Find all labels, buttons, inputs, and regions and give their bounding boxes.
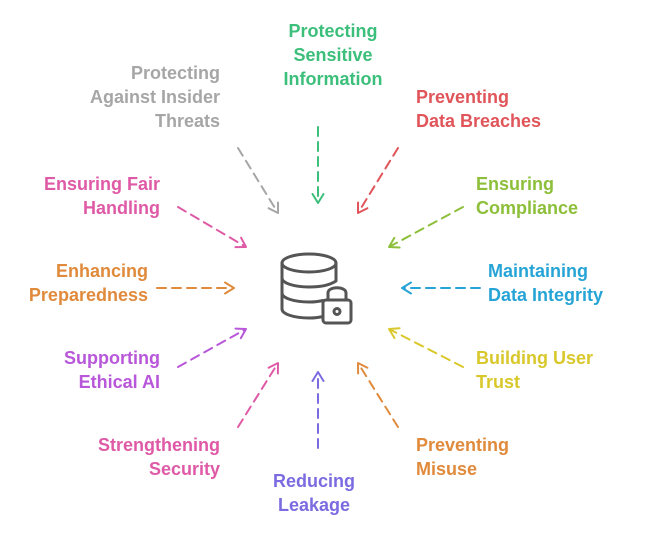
label-line: Enhancing	[55, 261, 148, 281]
label-line: Ensuring Fair	[43, 174, 160, 194]
label-line: Trust	[476, 372, 521, 392]
label-supporting-ethical-ai: Supporting Ethical AI	[20, 346, 160, 394]
arrow-enhancing-preparedness	[156, 281, 235, 295]
arrow-maintaining-data-integrity	[401, 281, 481, 295]
arrow-protecting-against-insider-threats	[237, 147, 279, 214]
label-line: Security	[148, 459, 220, 479]
label-reducing-leakage: Reducing Leakage	[254, 469, 374, 517]
label-line: Sensitive	[293, 45, 373, 65]
label-line: Supporting	[64, 348, 160, 368]
label-line: Leakage	[277, 495, 351, 515]
label-line: Reducing	[272, 471, 355, 491]
label-ensuring-compliance: Ensuring Compliance	[476, 172, 606, 220]
label-ensuring-fair-handling: Ensuring Fair Handling	[20, 172, 160, 220]
label-line: Protecting	[130, 63, 220, 83]
arrow-preventing-misuse	[357, 362, 399, 428]
label-line: Compliance	[476, 198, 579, 218]
label-line: Building User	[476, 348, 594, 368]
arrow-ensuring-fair-handling	[177, 206, 247, 249]
label-line: Preventing	[416, 87, 510, 107]
label-enhancing-preparedness: Enhancing Preparedness	[8, 259, 148, 307]
label-protecting-sensitive-information: Protecting Sensitive Information	[258, 19, 408, 91]
label-line: Strengthening	[98, 435, 220, 455]
label-line: Ethical AI	[78, 372, 160, 392]
arrow-building-user-trust	[388, 327, 464, 368]
arrow-supporting-ethical-ai	[177, 327, 247, 368]
label-line: Preparedness	[28, 285, 148, 305]
label-strengthening-security: Strengthening Security	[60, 433, 220, 481]
label-line: Against Insider	[89, 87, 220, 107]
database-lock-icon	[280, 252, 353, 325]
arrow-protecting-sensitive-information	[311, 126, 325, 204]
arrow-preventing-data-breaches	[357, 147, 399, 214]
label-line: Data Breaches	[416, 111, 542, 131]
label-line: Misuse	[416, 459, 478, 479]
label-line: Ensuring	[476, 174, 555, 194]
label-protecting-against-insider-threats: Protecting Against Insider Threats	[60, 61, 220, 133]
label-line: Preventing	[416, 435, 510, 455]
label-line: Threats	[154, 111, 220, 131]
arrow-strengthening-security	[237, 362, 279, 428]
label-line: Maintaining	[488, 261, 588, 281]
label-line: Protecting	[288, 21, 378, 41]
label-line: Handling	[83, 198, 160, 218]
label-building-user-trust: Building User Trust	[476, 346, 626, 394]
label-preventing-data-breaches: Preventing Data Breaches	[416, 85, 576, 133]
label-line: Data Integrity	[488, 285, 604, 305]
arrow-ensuring-compliance	[388, 206, 464, 249]
label-preventing-misuse: Preventing Misuse	[416, 433, 546, 481]
label-maintaining-data-integrity: Maintaining Data Integrity	[488, 259, 638, 307]
label-line: Information	[283, 69, 383, 89]
arrow-reducing-leakage	[311, 371, 325, 449]
